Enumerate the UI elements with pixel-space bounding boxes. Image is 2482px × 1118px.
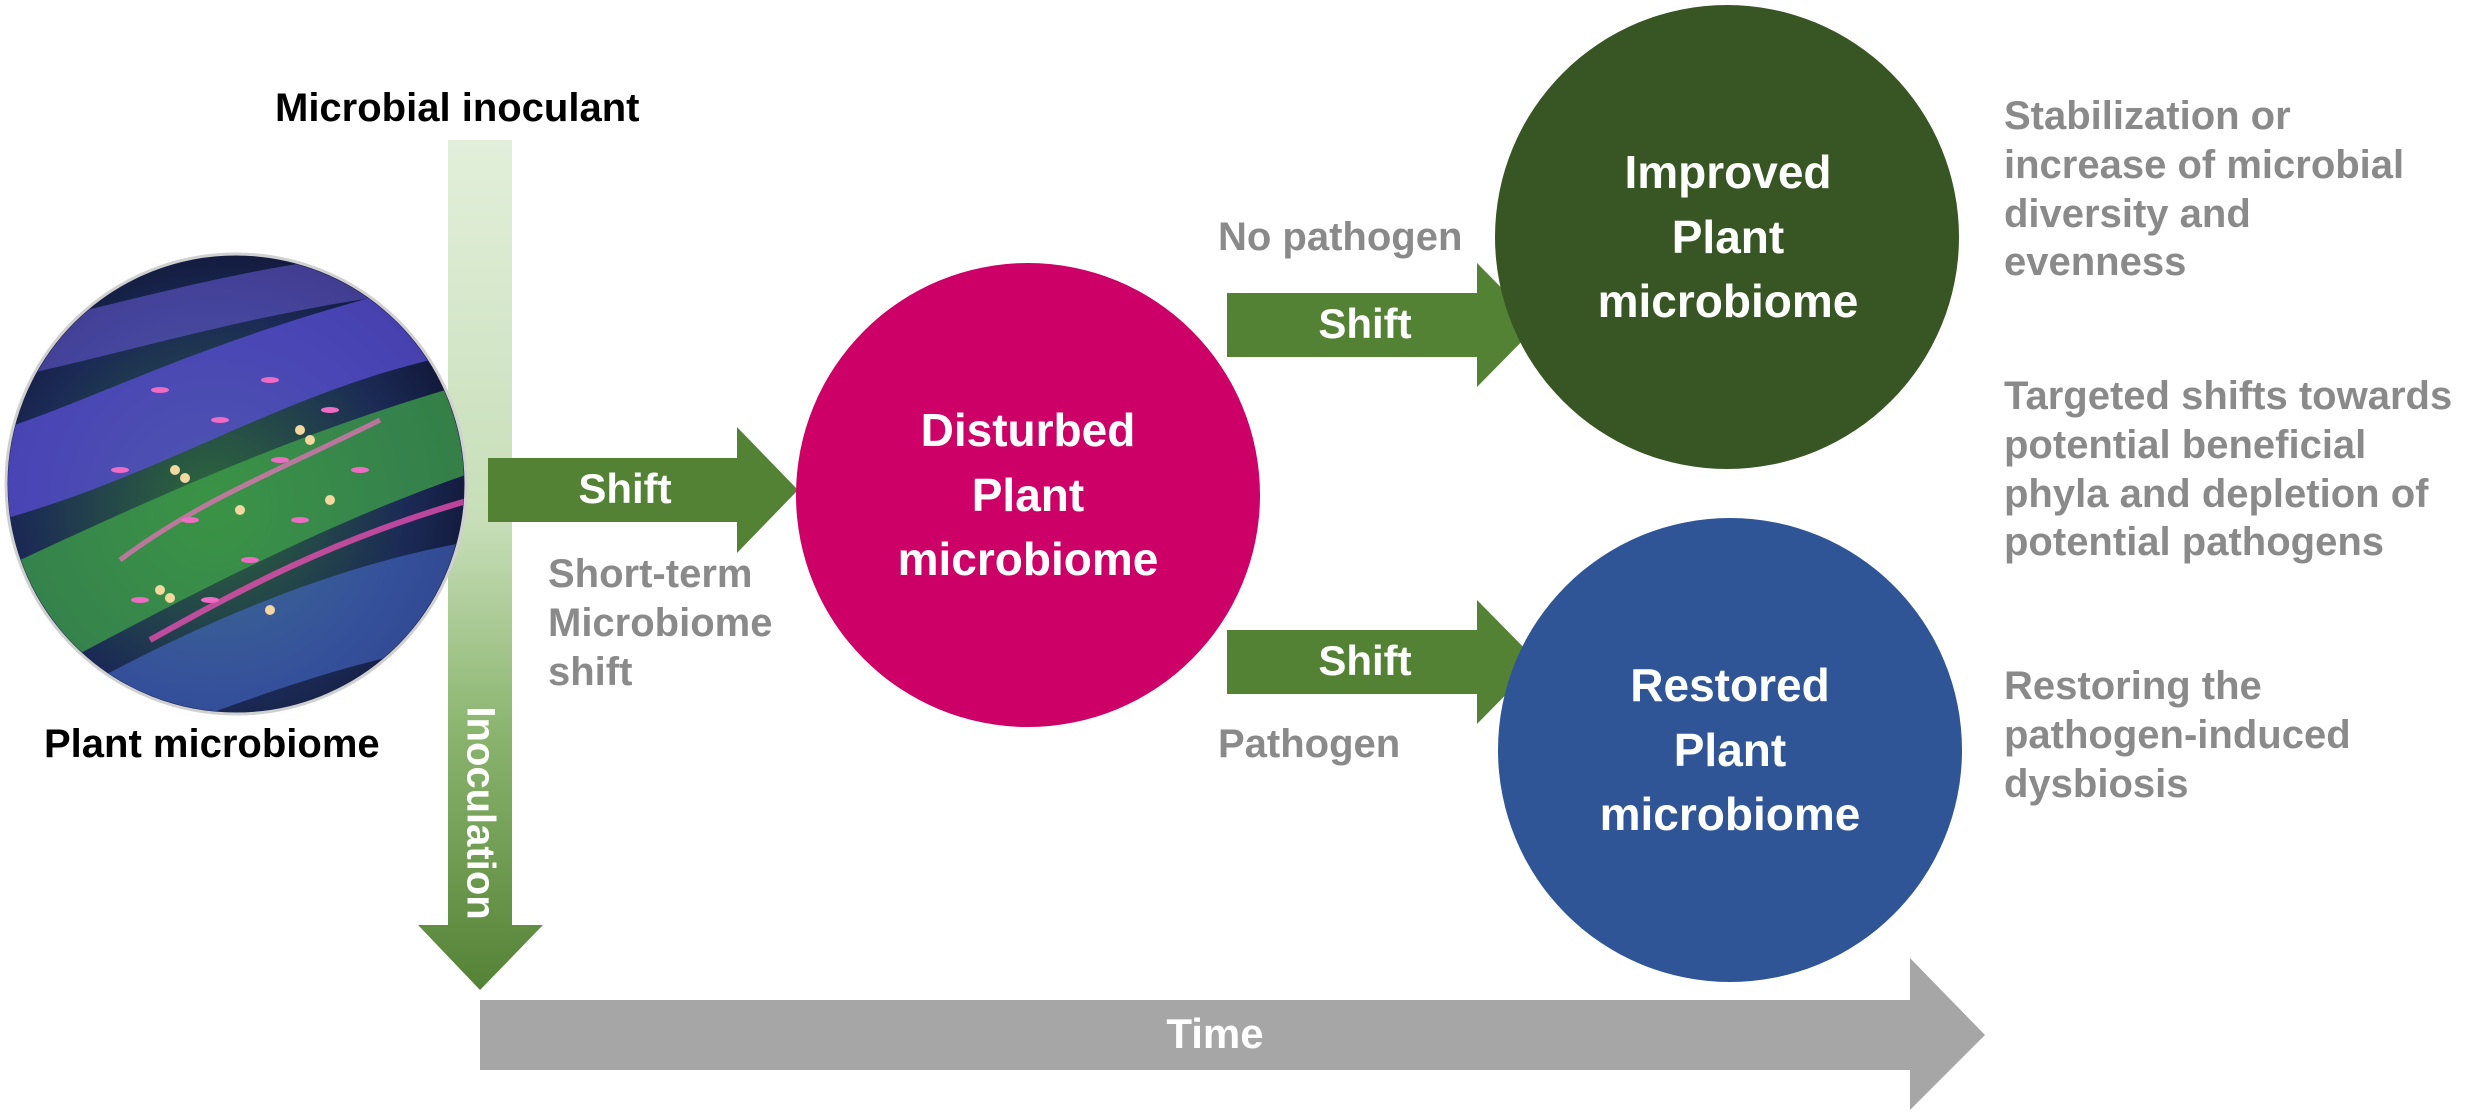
shift-label-top: Shift [1318, 300, 1412, 347]
disturbed-microbiome-text: Disturbed Plant microbiome [897, 404, 1159, 586]
improved-outcome-description: Stabilization or increase of microbial d… [2004, 94, 2405, 285]
no-pathogen-label: No pathogen [1218, 215, 1463, 259]
restored-microbiome-circle [1498, 518, 1962, 982]
time-arrow [480, 958, 1985, 1110]
microscopy-image [4, 252, 468, 716]
shift-arrow-main [488, 427, 798, 553]
disturbed-microbiome-circle [796, 263, 1260, 727]
microbial-inoculant-label: Microbial inoculant [275, 86, 640, 130]
restored-microbiome-text: Restored Plant microbiome [1599, 659, 1861, 841]
shift-label-main: Shift [578, 465, 672, 512]
targeted-shift-description: Targeted shifts towards potential benefi… [2004, 374, 2453, 565]
plant-microbiome-label: Plant microbiome [44, 722, 380, 766]
time-label: Time [1166, 1010, 1264, 1057]
restored-outcome-description: Restoring the pathogen-induced dysbiosis [2004, 664, 2351, 806]
inoculation-label: Inoculation [458, 706, 503, 920]
inoculation-arrow [418, 140, 543, 990]
pathogen-label: Pathogen [1218, 722, 1401, 766]
shift-arrow-top [1227, 263, 1538, 387]
shift-label-bottom: Shift [1318, 637, 1412, 684]
improved-microbiome-text: Improved Plant microbiome [1597, 146, 1859, 328]
improved-microbiome-circle [1495, 5, 1959, 469]
short-term-shift-label: Short-term Microbiome shift [548, 552, 773, 694]
shift-arrow-bottom [1227, 600, 1538, 724]
